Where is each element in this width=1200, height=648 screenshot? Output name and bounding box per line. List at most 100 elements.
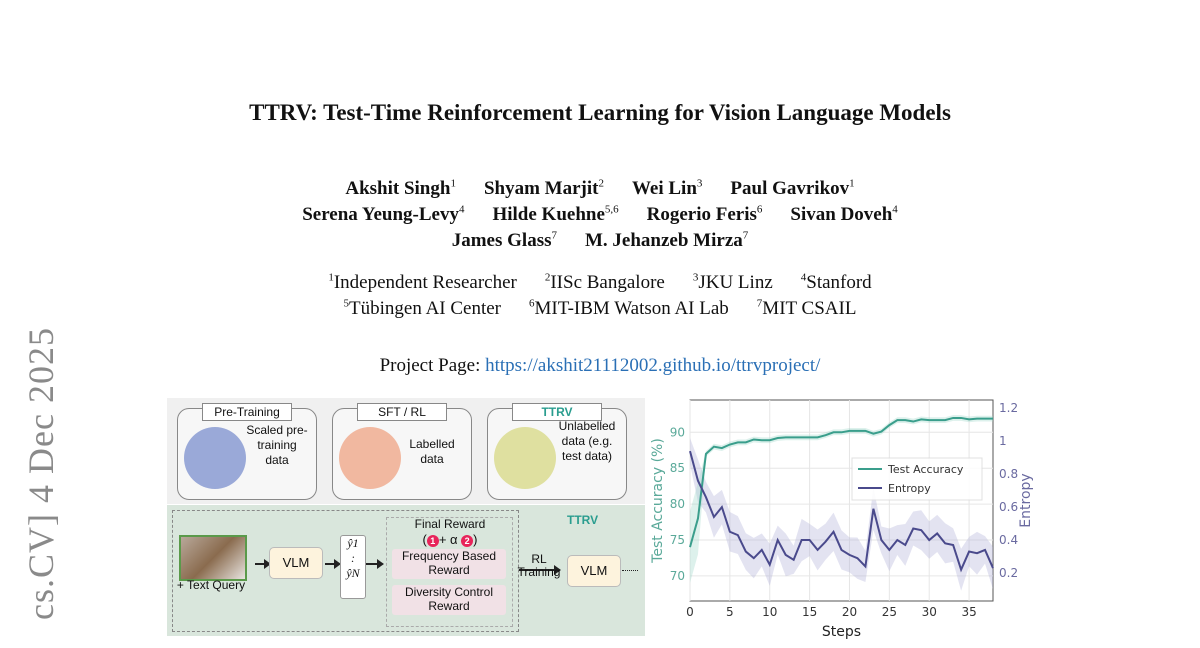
author-affil-sup: 6 bbox=[756, 204, 763, 216]
author-line: James Glass7 M. Jehanzeb Mirza7 bbox=[0, 230, 1200, 252]
x-tick-label: 5 bbox=[726, 605, 734, 619]
badge-1: 1 bbox=[426, 535, 439, 547]
affil-name: Tübingen AI Center bbox=[349, 298, 502, 320]
frequency-reward: Frequency Based Reward bbox=[392, 549, 506, 579]
diversity-reward: Diversity Control Reward bbox=[392, 585, 506, 615]
pipeline-box bbox=[172, 510, 519, 632]
arrow-icon bbox=[366, 559, 384, 569]
author-affil-sup: 4 bbox=[892, 204, 898, 216]
affil-sup: 6 bbox=[529, 298, 535, 310]
author-name: Akshit Singh bbox=[345, 178, 451, 200]
card-header: SFT / RL bbox=[357, 403, 447, 421]
affiliation: 5Tübingen AI Center bbox=[344, 298, 501, 319]
author-name: Hilde Kuehne bbox=[492, 204, 605, 226]
author-affil-sup: 5,6 bbox=[604, 204, 619, 216]
affil-name: MIT-IBM Watson AI Lab bbox=[534, 298, 729, 320]
illustration-icon bbox=[339, 427, 401, 489]
dotted-arrow-icon bbox=[622, 570, 638, 571]
x-tick-label: 20 bbox=[842, 605, 857, 619]
author: Akshit Singh1 bbox=[345, 178, 456, 199]
div-reward-label: Diversity Control Reward bbox=[404, 585, 494, 613]
y-axis-label: Test Accuracy (%) bbox=[650, 438, 666, 564]
affiliation: 2IISc Bangalore bbox=[545, 272, 665, 293]
legend-box bbox=[851, 457, 983, 501]
rl-training-label: RL Training bbox=[517, 552, 561, 579]
y1-label: ŷ1 bbox=[347, 536, 359, 550]
reward-box bbox=[386, 517, 513, 627]
y-tick-label: 90 bbox=[670, 425, 685, 439]
entropy-line bbox=[689, 450, 994, 573]
y2-tick-label: 0.2 bbox=[999, 566, 1018, 580]
affiliation: 7MIT CSAIL bbox=[757, 298, 857, 319]
illustration-icon bbox=[184, 427, 246, 489]
y2-tick-label: 1.2 bbox=[999, 401, 1018, 415]
x-tick-label: 25 bbox=[882, 605, 897, 619]
final-reward-label: Final Reward bbox=[414, 517, 486, 531]
author-name: M. Jehanzeb Mirza bbox=[584, 230, 743, 252]
card-header: TTRV bbox=[512, 403, 602, 421]
card-header: Pre-Training bbox=[202, 403, 292, 421]
project-link[interactable]: https://akshit21112002.github.io/ttrvpro… bbox=[485, 355, 821, 376]
badge-2: 2 bbox=[461, 535, 474, 547]
legend-label: Entropy bbox=[888, 482, 931, 495]
formula-plus: + α bbox=[438, 532, 458, 547]
author-name: James Glass bbox=[451, 230, 552, 252]
author: Rogerio Feris6 bbox=[647, 204, 763, 225]
y-tick-label: 85 bbox=[670, 461, 685, 475]
response-samples: ŷ1:ŷN bbox=[340, 535, 366, 599]
affiliation: 1Independent Researcher bbox=[328, 272, 517, 293]
affil-name: Stanford bbox=[806, 272, 872, 294]
vlm-trained-box: VLM bbox=[567, 555, 621, 587]
card-text: Labelled data bbox=[409, 437, 455, 466]
affil-sup: 5 bbox=[343, 298, 350, 310]
author-affil-sup: 2 bbox=[598, 178, 604, 190]
author: Sivan Doveh4 bbox=[790, 204, 897, 225]
author-name: Shyam Marjit bbox=[483, 178, 599, 200]
affiliation-line: 5Tübingen AI Center 6MIT-IBM Watson AI La… bbox=[0, 298, 1200, 320]
affil-name: IISc Bangalore bbox=[550, 272, 665, 294]
author-affil-sup: 3 bbox=[696, 178, 703, 190]
entropy-band bbox=[690, 437, 993, 591]
author: James Glass7 bbox=[452, 230, 557, 251]
author-affil-sup: 4 bbox=[458, 204, 465, 216]
author-name: Sivan Doveh bbox=[790, 204, 893, 226]
affil-sup: 1 bbox=[328, 272, 334, 284]
project-label: Project Page: bbox=[379, 355, 481, 376]
author: Wei Lin3 bbox=[632, 178, 702, 199]
affil-sup: 2 bbox=[544, 272, 551, 284]
y-tick-label: 75 bbox=[670, 533, 685, 547]
y2-tick-label: 1 bbox=[999, 434, 1007, 448]
x-tick-label: 0 bbox=[686, 605, 694, 619]
author-name: Rogerio Feris bbox=[646, 204, 757, 226]
affiliation: 6MIT-IBM Watson AI Lab bbox=[529, 298, 729, 319]
card-text: Scaled pre-training data bbox=[246, 423, 308, 467]
author-name: Wei Lin bbox=[631, 178, 697, 200]
author: Shyam Marjit2 bbox=[484, 178, 604, 199]
affil-sup: 3 bbox=[692, 272, 699, 284]
ttrv-pipeline: TTRV + Text Query VLM ŷ1:ŷN Final Reward… bbox=[167, 505, 645, 636]
x-axis-label: Steps bbox=[822, 624, 861, 640]
affil-name: JKU Linz bbox=[698, 272, 773, 294]
y2-tick-label: 0.6 bbox=[999, 500, 1018, 514]
freq-reward-label: Frequency Based Reward bbox=[401, 549, 497, 577]
y2-axis-label: Entropy bbox=[1018, 473, 1034, 527]
y-tick-label: 80 bbox=[670, 497, 685, 511]
affiliation-line: 1Independent Researcher 2IISc Bangalore 3J… bbox=[0, 272, 1200, 294]
paper-title: TTRV: Test-Time Reinforcement Learning f… bbox=[249, 100, 951, 125]
legend-label: Test Accuracy bbox=[887, 463, 964, 476]
author-name: Serena Yeung-Levy bbox=[302, 204, 459, 226]
yn-label: ŷN bbox=[346, 566, 360, 580]
project-page: Project Page: https://akshit21112002.git… bbox=[0, 355, 1200, 377]
illustration-icon bbox=[494, 427, 556, 489]
author: M. Jehanzeb Mirza7 bbox=[585, 230, 748, 251]
y2-tick-label: 0.4 bbox=[999, 533, 1018, 547]
card-text: Unlabelled data (e.g. test data) bbox=[558, 419, 616, 463]
author-name: Paul Gavrikov bbox=[730, 178, 850, 200]
